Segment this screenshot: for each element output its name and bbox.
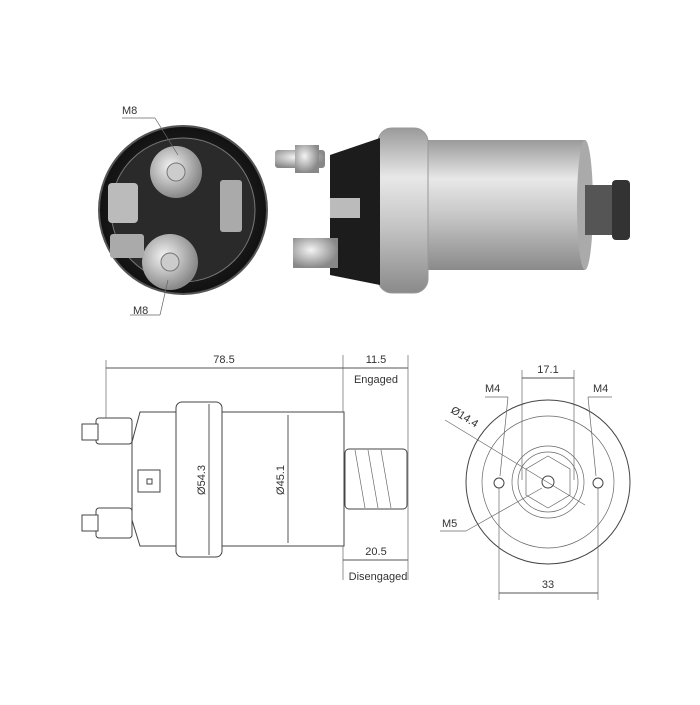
label-left-m4: M4	[485, 383, 500, 395]
dim-flange-diameter: Ø54.3	[196, 465, 208, 495]
label-right-m4: M4	[593, 383, 608, 395]
side-view-drawing	[81, 355, 409, 580]
dim-outer-spacing: 33	[542, 579, 554, 591]
label-top-terminal: M8	[122, 105, 137, 117]
label-bottom-terminal: M8	[133, 305, 148, 317]
photo-cap-end-view	[98, 125, 268, 295]
end-view-drawing	[440, 370, 631, 600]
terminal-tab	[220, 180, 242, 232]
label-disengaged: Disengaged	[349, 571, 408, 583]
dim-body-diameter: Ø45.1	[275, 465, 287, 495]
dim-inner-spacing: 17.1	[537, 364, 558, 376]
dim-engaged-stroke: 11.5	[366, 354, 387, 366]
terminal-tab	[108, 183, 138, 223]
dim-center-diameter: Ø14.4	[448, 404, 480, 430]
dim-overall-length: 78.5	[213, 354, 234, 366]
label-center-m5: M5	[442, 518, 457, 530]
dim-disengaged-stroke: 20.5	[365, 546, 386, 558]
label-engaged: Engaged	[354, 374, 398, 386]
photo-solenoid-side-view	[275, 127, 630, 294]
